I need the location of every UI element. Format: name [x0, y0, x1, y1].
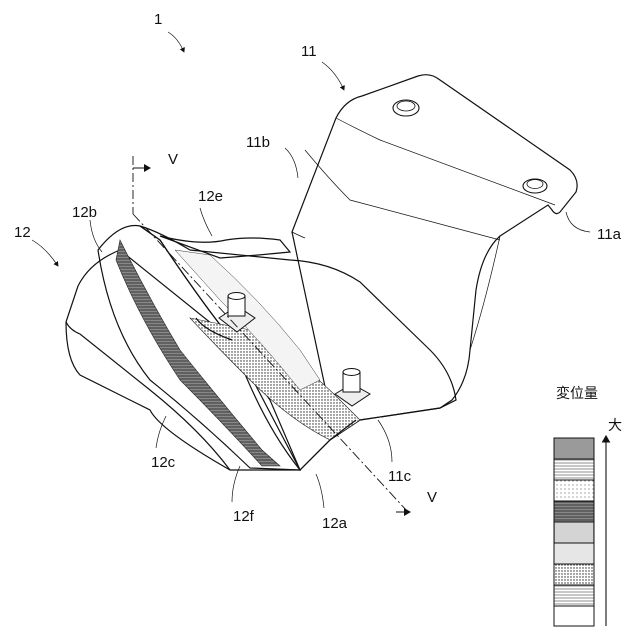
label-11: 11	[301, 43, 317, 60]
legend-band-9	[554, 606, 594, 626]
plate-12	[66, 226, 456, 471]
label-11c: 11c	[388, 468, 412, 485]
legend-band-6	[554, 543, 594, 564]
legend-band-4	[554, 501, 594, 522]
label-12b: 12b	[72, 204, 97, 221]
leader-lines	[32, 32, 590, 508]
legend-band-1	[554, 438, 594, 459]
bracket-11	[292, 75, 577, 420]
label-12e: 12e	[198, 188, 223, 205]
label-12: 12	[14, 224, 31, 241]
label-12f: 12f	[233, 508, 255, 525]
label-assembly-1: 1	[154, 11, 162, 28]
legend-title: 変位量	[556, 385, 598, 402]
legend-band-3	[554, 480, 594, 501]
label-12c: 12c	[151, 454, 176, 471]
label-12a: 12a	[322, 515, 348, 532]
legend-band-5	[554, 522, 594, 543]
legend-band-8	[554, 585, 594, 606]
label-11a: 11a	[597, 226, 622, 243]
label-section-top: V	[168, 151, 178, 168]
label-section-bottom: V	[427, 489, 437, 506]
legend-band-2	[554, 459, 594, 480]
displacement-legend: 変位量 大	[554, 385, 622, 626]
label-11b: 11b	[246, 134, 270, 151]
legend-large-label: 大	[608, 418, 622, 434]
legend-band-7	[554, 564, 594, 585]
